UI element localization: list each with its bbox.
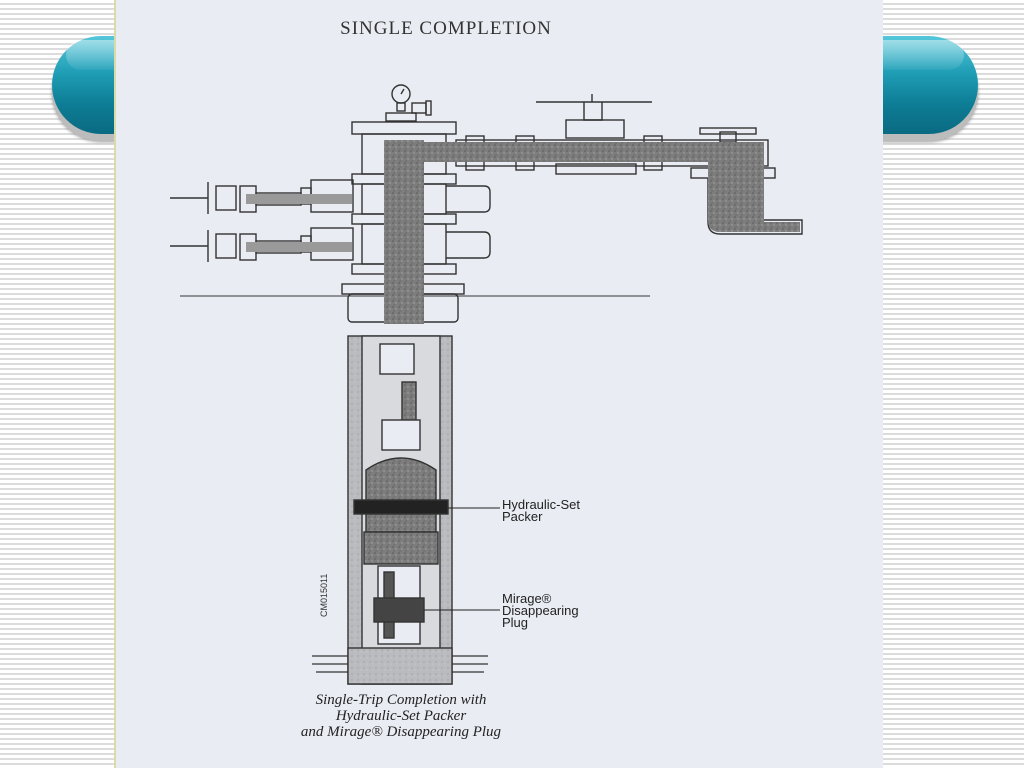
slide-title: SINGLE COMPLETION [340, 18, 552, 39]
caption-line: and Mirage® Disappearing Plug [300, 724, 502, 740]
drawing-code: CM015011 [319, 573, 329, 617]
flow-path [246, 140, 800, 324]
wellhead-diagram [170, 84, 803, 685]
mirage-disappearing-plug [373, 597, 425, 623]
scanned-diagram: SINGLE COMPLETION Hydraulic-Set Packer M… [114, 0, 883, 768]
figure-caption: Single-Trip Completion with Hydraulic-Se… [176, 692, 626, 740]
downhole-casing [312, 335, 488, 685]
plug-label: Mirage® Disappearing Plug [502, 591, 579, 630]
packer-label: Hydraulic-Set Packer [502, 497, 581, 524]
caption-line: Hydraulic-Set Packer [335, 708, 467, 724]
packer-label-line: Hydraulic-Set [502, 497, 581, 512]
packer-label-line: Packer [502, 509, 543, 524]
plug-label-line: Mirage® [502, 591, 552, 606]
caption-line: Single-Trip Completion with [315, 692, 487, 708]
hydraulic-set-packer [365, 457, 437, 533]
plug-label-line: Disappearing [502, 603, 579, 618]
plug-label-line: Plug [502, 615, 529, 630]
